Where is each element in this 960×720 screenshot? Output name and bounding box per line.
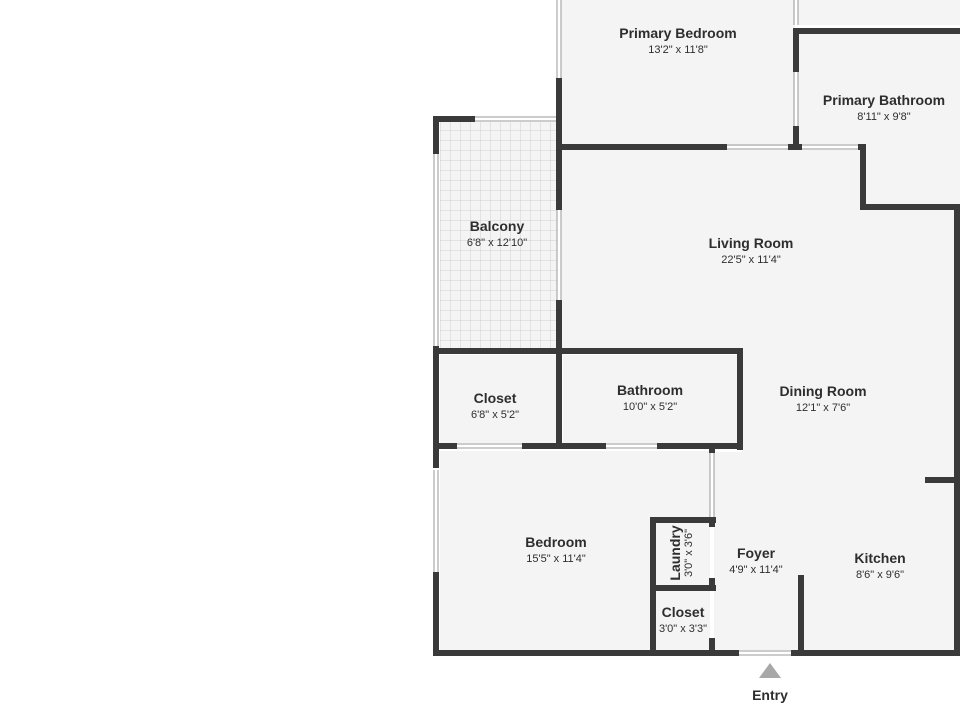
wall [709,638,715,650]
wall [556,78,562,148]
wall [925,477,960,483]
room-dim-foyer: 4'9" x 11'4" [729,564,782,576]
wall [650,585,716,591]
room-name-foyer: Foyer [737,545,776,561]
wall [860,144,866,210]
wall [433,650,739,656]
wall [433,116,475,122]
room-dim-bathroom: 10'0" x 5'2" [623,401,677,413]
room-name-living-room: Living Room [709,235,794,251]
wall [650,517,656,650]
room-dim-laundry: 3'0" x 3'6" [683,529,695,577]
wall [433,116,439,154]
wall [650,517,716,523]
wall [709,578,715,591]
entry-arrow-icon [759,663,781,678]
wall [737,348,743,450]
room-dim-closet-hall: 6'8" x 5'2" [471,409,519,421]
room-labels: Primary Bedroom 13'2" x 11'8" Primary Ba… [467,25,945,635]
wall [954,204,960,650]
room-dim-closet-small: 3'0" x 3'3" [659,623,707,635]
room-dim-bedroom: 15'5" x 11'4" [526,553,586,565]
wall [433,348,743,354]
wall [793,28,960,34]
wall [556,300,562,350]
wall [709,517,715,527]
room-name-kitchen: Kitchen [854,550,905,566]
wall [793,28,799,72]
entry-label: Entry [752,687,788,703]
room-dim-primary-bedroom: 13'2" x 11'8" [648,44,708,56]
wall [860,204,960,210]
windows [433,0,858,656]
primary-bathroom-floor [798,32,960,144]
closet-floor [440,355,557,443]
room-name-dining-room: Dining Room [779,383,866,399]
wall [798,575,804,650]
wall [433,348,439,468]
room-dim-living-room: 22'5" x 11'4" [721,254,781,266]
room-dim-kitchen: 8'6" x 9'6" [856,569,904,581]
wall [522,443,606,449]
balcony-floor [440,122,557,348]
room-name-primary-bathroom: Primary Bathroom [823,92,945,108]
wall [791,650,960,656]
wall [793,126,799,150]
room-name-closet-hall: Closet [474,390,517,406]
room-name-laundry: Laundry [667,525,683,580]
wall [556,348,562,448]
room-dim-primary-bathroom: 8'11" x 9'8" [857,111,910,123]
wall [788,144,802,150]
entry-marker: Entry [752,663,788,703]
room-name-bathroom: Bathroom [617,382,683,398]
primary-bedroom-floor [561,0,795,146]
foyer-floor [716,452,802,650]
walls [433,28,960,656]
living-room-floor [561,150,960,348]
wall [657,443,743,449]
wall [709,443,715,453]
room-name-bedroom: Bedroom [525,534,586,550]
wall [556,148,562,210]
room-name-primary-bedroom: Primary Bedroom [619,25,736,41]
bathroom-floor [563,355,737,443]
wall [433,572,439,654]
top-right-floor [798,0,960,25]
room-name-balcony: Balcony [470,218,525,234]
room-dim-dining-room: 12'1" x 7'6" [796,402,850,414]
wall [561,144,727,150]
laundry-label: Laundry 3'0" x 3'6" [667,525,695,580]
room-name-closet-small: Closet [662,604,705,620]
room-floors [440,0,960,650]
room-dim-balcony: 6'8" x 12'10" [467,237,527,249]
bedroom-floor [440,451,710,650]
wall [433,443,457,449]
